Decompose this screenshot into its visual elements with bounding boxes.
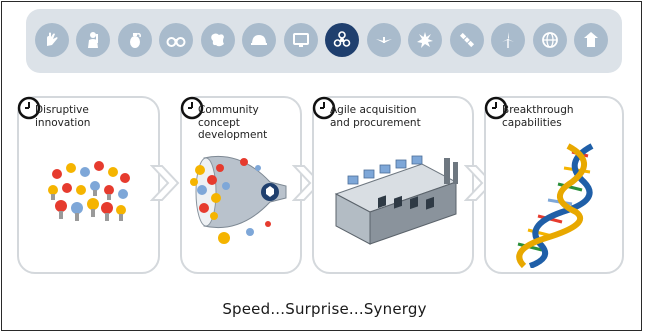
funnel-illustration [190,155,287,244]
factory-illustration [334,155,458,245]
binoculars-icon [159,23,193,57]
clock-icon [17,96,41,120]
globe-icon [533,23,567,57]
lightbulbs-illustration [48,161,130,221]
screen-icon [284,23,318,57]
shield-icon [574,23,608,57]
stage-label: Disruptive innovation [35,104,91,129]
helmet-icon [242,23,276,57]
clock-icon [312,96,336,120]
clock-icon [484,96,508,120]
grenade-icon [118,23,152,57]
stage-label: Community concept development [198,104,268,141]
hand-icon [35,23,69,57]
wind-turbine-icon [491,23,525,57]
stage-label: Agile acquisition and procurement [330,104,421,129]
stage-disruptive-innovation: Disruptive innovation [17,96,160,274]
dna-helix-illustration [516,143,594,268]
map-icon [201,23,235,57]
tagline: Speed...Surprise...Synergy [222,300,427,318]
biohazard-icon [325,23,359,57]
icon-strip [26,9,622,73]
stage-label: Breakthrough capabilities [502,104,574,129]
satellite-icon [450,23,484,57]
clock-icon [180,96,204,120]
stage-agile-acquisition-and-procurement: Agile acquisition and procurement [312,96,474,274]
stage-community-concept-development: Community concept development [180,96,302,274]
drone-icon [367,23,401,57]
explosion-icon [408,23,442,57]
stage-breakthrough-capabilities: Breakthrough capabilities [484,96,624,274]
soldier-icon [76,23,110,57]
chevron-right-icon [150,165,180,201]
